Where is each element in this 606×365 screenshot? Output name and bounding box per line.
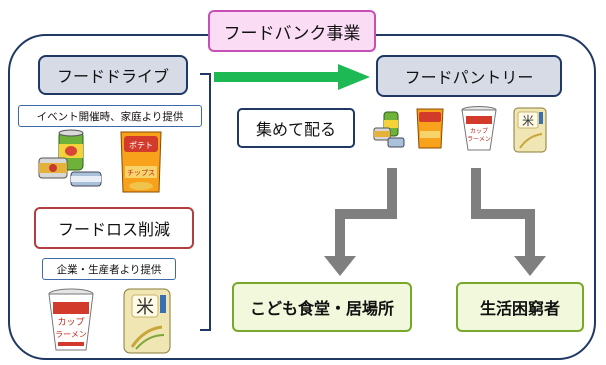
green-arrow [214, 64, 370, 90]
potato-chips-icon: ポテト チップス [120, 131, 162, 193]
gray-arrow-kodomo [324, 168, 397, 276]
potato-chips-icon-small [416, 108, 444, 149]
svg-text:米: 米 [522, 114, 534, 128]
page-title: フードバンク事業 [208, 10, 376, 52]
canned-food-icon [38, 129, 102, 187]
gray-arrow-needy [471, 168, 546, 276]
food-loss-box: フードロス削減 [34, 207, 194, 249]
food-loss-label: フードロス削減 [57, 220, 170, 239]
destination-kodomo-label: こども食堂・居場所 [249, 299, 394, 318]
svg-text:ポテト: ポテト [129, 141, 153, 150]
svg-text:カップ: カップ [470, 128, 488, 135]
collect-distribute-box: 集めて配る [237, 108, 355, 148]
food-pantry-label: フードパントリー [404, 68, 534, 87]
food-loss-source-note-text: 企業・生産者より提供 [56, 263, 162, 276]
destination-needy: 生活困窮者 [456, 282, 584, 332]
svg-text:米: 米 [136, 297, 154, 318]
destination-needy-label: 生活困窮者 [479, 299, 560, 318]
destination-kodomo-shokudo: こども食堂・居場所 [232, 282, 412, 332]
svg-text:ラーメン: ラーメン [467, 136, 491, 143]
svg-text:カップ: カップ [57, 317, 84, 328]
rice-bag-icon: 米 [123, 288, 171, 354]
canned-food-icon-small [373, 111, 405, 148]
food-drive-source-note: イベント開催時、家庭より提供 [18, 105, 202, 127]
cup-noodle-icon-small: カップ ラーメン [461, 106, 497, 151]
left-bracket [200, 73, 211, 331]
rice-bag-icon-small: 米 [513, 107, 547, 153]
food-drive-source-note-text: イベント開催時、家庭より提供 [36, 110, 184, 123]
food-drive-box: フードドライブ [38, 55, 188, 95]
food-drive-label: フードドライブ [56, 67, 169, 86]
svg-text:ラーメン: ラーメン [55, 330, 87, 339]
food-loss-source-note: 企業・生産者より提供 [42, 258, 176, 280]
svg-text:チップス: チップス [127, 169, 155, 177]
collect-distribute-label: 集めて配る [255, 120, 336, 139]
food-pantry-box: フードパントリー [376, 55, 562, 97]
cup-noodle-icon: カップ ラーメン [48, 288, 94, 351]
